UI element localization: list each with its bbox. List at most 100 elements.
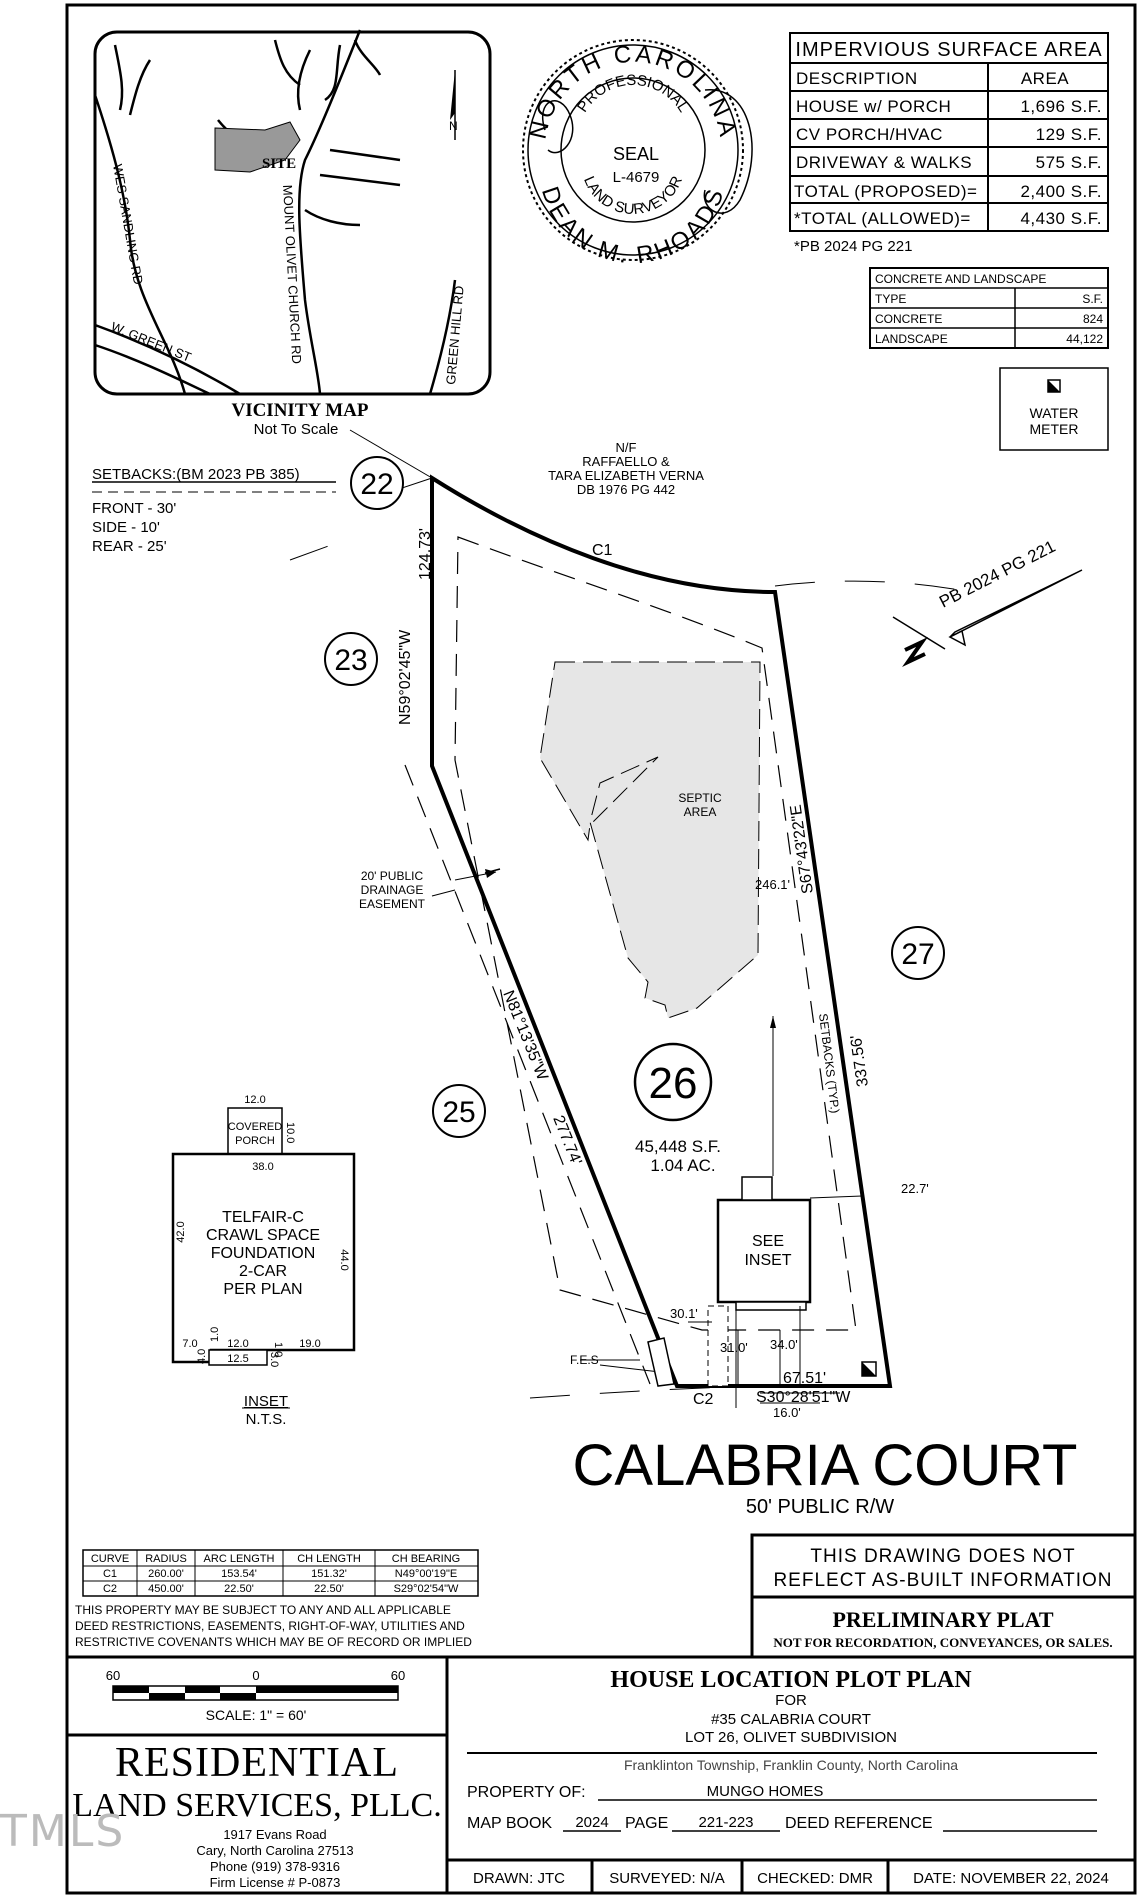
- dimension-label: 16.0': [773, 1405, 801, 1420]
- preliminary-subtitle: NOT FOR RECORDATION, CONVEYANCES, OR SAL…: [773, 1635, 1112, 1650]
- impervious-header: AREA: [1021, 69, 1069, 88]
- street-name: CALABRIA COURT: [573, 1433, 1078, 1498]
- asbuilt-line: THIS DRAWING DOES NOT: [810, 1546, 1075, 1567]
- inset-house-label: 2-CAR: [239, 1263, 287, 1280]
- distance-label: 124.73': [417, 528, 434, 580]
- inset-dimension: 12.5: [227, 1353, 248, 1365]
- setback-item: REAR - 25': [92, 538, 167, 555]
- curve-cell: 153.54': [221, 1568, 257, 1580]
- scale-label: 60: [106, 1668, 120, 1683]
- impervious-surface-table: IMPERVIOUS SURFACE AREA DESCRIPTION AREA…: [789, 32, 1109, 232]
- concrete-cell: LANDSCAPE: [875, 332, 948, 346]
- page-value: 221-223: [698, 1814, 753, 1831]
- bearing-label: N59°02'45"W: [397, 629, 414, 725]
- curve-cell: 450.00': [148, 1583, 184, 1595]
- seal-word: SEAL: [613, 144, 659, 164]
- lot-number: 22: [350, 456, 404, 510]
- north-arrow-icon: N: [449, 70, 458, 140]
- concrete-cell: CONCRETE: [875, 312, 942, 326]
- inset-porch-label: COVERED: [228, 1121, 282, 1133]
- property-label: PROPERTY OF:: [467, 1784, 586, 1801]
- lot-number: 23: [324, 632, 378, 686]
- curve-cell: C1: [103, 1568, 117, 1580]
- distance-label: 337.56': [848, 1034, 872, 1088]
- neighbor-line: TARA ELIZABETH VERNA: [548, 468, 704, 483]
- impervious-cell: 2,400 S.F.: [1020, 182, 1102, 201]
- curve-label: C2: [693, 1391, 714, 1408]
- dimension-label: 31.0': [720, 1340, 748, 1355]
- footer-date: DATE: NOVEMBER 22, 2024: [913, 1870, 1109, 1887]
- dimension-label: 246.1': [755, 877, 790, 892]
- scale-text: SCALE: 1" = 60': [206, 1707, 307, 1723]
- preliminary-title: PRELIMINARY PLAT: [832, 1607, 1053, 1632]
- lot-area-ac: 1.04 AC.: [650, 1156, 715, 1175]
- impervious-cell: CV PORCH/HVAC: [796, 125, 943, 144]
- company-address: 1917 Evans Road: [223, 1827, 326, 1842]
- seal-number: L-4679: [613, 169, 660, 186]
- water-meter-label: METER: [1030, 421, 1079, 437]
- seal-top-text: NORTH CAROLINA: [525, 41, 739, 142]
- concrete-title: CONCRETE AND LANDSCAPE: [875, 272, 1046, 286]
- inset-dimension: 7.0: [182, 1338, 197, 1350]
- plan-title: HOUSE LOCATION PLOT PLAN: [610, 1667, 972, 1693]
- plan-township: Franklinton Township, Franklin County, N…: [624, 1757, 958, 1773]
- company-license: Firm License # P-0873: [210, 1875, 341, 1890]
- setbacks-title: SETBACKS:(BM 2023 PB 385): [92, 466, 300, 483]
- curve-cell: S29°02'54"W: [394, 1583, 459, 1595]
- lot-area-sf: 45,448 S.F.: [635, 1137, 721, 1156]
- deed-label: DEED REFERENCE: [785, 1815, 933, 1832]
- fes-label: F.E.S: [570, 1353, 599, 1367]
- inset-house-label: FOUNDATION: [211, 1245, 316, 1262]
- disclaimer-line: RESTRICTIVE COVENANTS WHICH MAY BE OF RE…: [75, 1635, 472, 1649]
- curve-header: CURVE: [91, 1553, 129, 1565]
- water-meter-label: WATER: [1030, 405, 1079, 421]
- plat-reference: PB 2024 PG 221: [936, 537, 1058, 612]
- curve-table: CURVE RADIUS ARC LENGTH CH LENGTH CH BEA…: [82, 1549, 479, 1597]
- plan-lot: LOT 26, OLIVET SUBDIVISION: [685, 1729, 897, 1746]
- impervious-title: IMPERVIOUS SURFACE AREA: [795, 39, 1102, 61]
- inset-house-label: PER PLAN: [223, 1281, 302, 1298]
- disclaimer-line: DEED RESTRICTIONS, EASEMENTS, RIGHT-OF-W…: [75, 1619, 465, 1633]
- company-phone: Phone (919) 378-9316: [210, 1859, 340, 1874]
- septic-area: [539, 661, 761, 1019]
- bearing-label: S30°28'51"W: [756, 1389, 851, 1406]
- impervious-cell: HOUSE w/ PORCH: [796, 97, 951, 116]
- house-footprint: [716, 1198, 812, 1304]
- impervious-cell: 4,430 S.F.: [1020, 209, 1102, 228]
- inset-title: INSET: [244, 1393, 288, 1410]
- inset-dimension: 44.0: [338, 1249, 350, 1270]
- lot-number-text: 25: [442, 1096, 475, 1129]
- lot-number-text: 23: [334, 644, 367, 677]
- inset-house-label: CRAWL SPACE: [206, 1227, 320, 1244]
- easement-label: DRAINAGE: [361, 883, 424, 897]
- footer-drawn: DRAWN: JTC: [473, 1870, 565, 1887]
- inset-subtitle: N.T.S.: [246, 1411, 287, 1428]
- house-inset: 12.0 10.0 COVERED PORCH 38.0 42.0 44.0 T…: [171, 1094, 356, 1428]
- impervious-cell: 1,696 S.F.: [1020, 97, 1102, 116]
- lot-number: 26: [633, 1042, 713, 1122]
- lot-number: 25: [432, 1084, 486, 1138]
- curve-cell: N49°00'19"E: [395, 1568, 457, 1580]
- inset-dimension: 10.0: [284, 1122, 296, 1143]
- footer-surveyed: SURVEYED: N/A: [609, 1870, 725, 1887]
- curve-cell: 260.00': [148, 1568, 184, 1580]
- inset-dimension: 19.0: [299, 1338, 320, 1350]
- scale-label: 0: [252, 1668, 259, 1683]
- property-value: MUNGO HOMES: [707, 1783, 824, 1800]
- page-label: PAGE: [625, 1815, 668, 1832]
- lot-number-text: 27: [901, 938, 934, 971]
- impervious-cell: TOTAL (PROPOSED)=: [794, 182, 977, 201]
- inset-house-label: TELFAIR-C: [222, 1209, 304, 1226]
- title-block: 60 0 60 SCALE: 1" = 60' RESIDENTIAL LAND…: [65, 1655, 1137, 1895]
- mapbook-label: MAP BOOK: [467, 1815, 552, 1832]
- inset-dimension: 38.0: [252, 1161, 273, 1173]
- neighbor-nf: N/F: [616, 440, 637, 455]
- vicinity-map-title: VICINITY MAP: [231, 400, 368, 421]
- svg-text:N: N: [449, 119, 458, 133]
- curve-cell: 22.50': [314, 1583, 344, 1595]
- scale-label: 60: [391, 1668, 405, 1683]
- neighbor-owner: N/F RAFFAELLO & TARA ELIZABETH VERNA DB …: [548, 440, 704, 497]
- plan-address: #35 CALABRIA COURT: [711, 1711, 871, 1728]
- septic-label: SEPTIC: [678, 791, 722, 805]
